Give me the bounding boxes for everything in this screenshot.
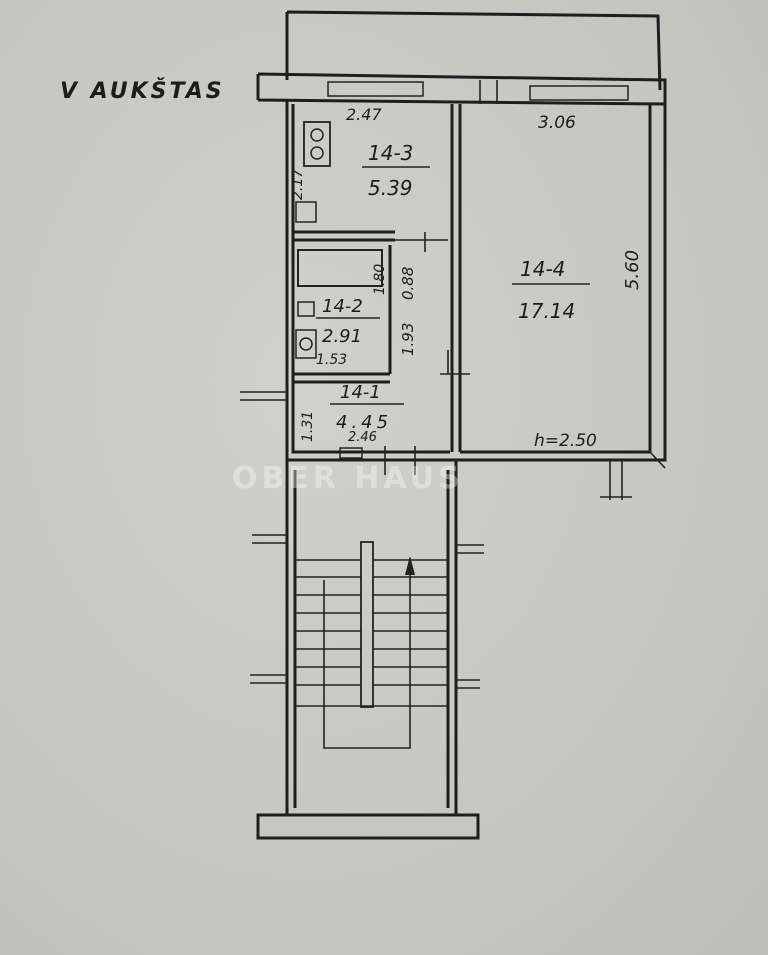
dim-hall-depth: 1.31: [300, 411, 316, 442]
partition-wall: [450, 104, 462, 452]
room-14-3-area: 5.39: [368, 176, 413, 200]
sink: [297, 301, 315, 317]
room-14-4-area: 17.14: [518, 299, 575, 323]
dim-bath-width: 1.53: [316, 352, 347, 368]
stair-steps: [295, 559, 448, 707]
toilet: [295, 329, 317, 359]
stairwell-walls: [285, 460, 458, 815]
room-14-1-id: 14-1: [340, 382, 381, 403]
dim-room-width: 3.06: [538, 113, 576, 133]
room-14-2-area: 2.91: [322, 326, 362, 347]
burner-icon: [310, 128, 324, 142]
dim-room-length: 5.60: [622, 250, 643, 290]
kitchen-sink: [295, 201, 317, 223]
stairwell-stubs: [250, 534, 484, 689]
bathroom-walls: [293, 245, 392, 384]
stair-arrow: [323, 558, 411, 749]
stair-rail: [360, 541, 374, 708]
wall-stubs: [240, 391, 666, 500]
room-14-3-id: 14-3: [368, 141, 413, 165]
room-14-4-id: 14-4: [520, 257, 565, 281]
kitchen-window: [327, 81, 424, 97]
dim-kitchen-width: 2.47: [346, 105, 382, 124]
room-14-1-area: 4.45: [336, 412, 392, 433]
entrance-door: [339, 447, 363, 459]
room-window: [529, 85, 629, 101]
kitchen-wall: [293, 230, 395, 242]
dim-bath-depth: 1.80: [372, 264, 388, 295]
room-14-2-id: 14-2: [322, 296, 363, 317]
exterior-wall-top: [256, 72, 667, 106]
dim-kitchen-depth: 2.17: [290, 169, 306, 200]
stairwell-bottom: [256, 813, 480, 840]
dim-corridor-width: 0.88: [399, 267, 417, 300]
dim-hall-width: 2.46: [348, 430, 377, 445]
dim-corridor-length: 1.93: [399, 323, 417, 356]
bathtub: [297, 249, 383, 287]
apartment-outer-walls: [285, 100, 667, 462]
balcony-outline: [285, 10, 662, 91]
burner-icon: [310, 146, 324, 160]
toilet-bowl: [299, 337, 313, 351]
floor-label: V AUKŠTAS: [60, 78, 225, 104]
arrow-up-icon: [405, 556, 415, 575]
watermark: OBER HAUS: [232, 461, 464, 496]
ceiling-height: h=2.50: [534, 431, 597, 451]
stove: [303, 121, 331, 167]
